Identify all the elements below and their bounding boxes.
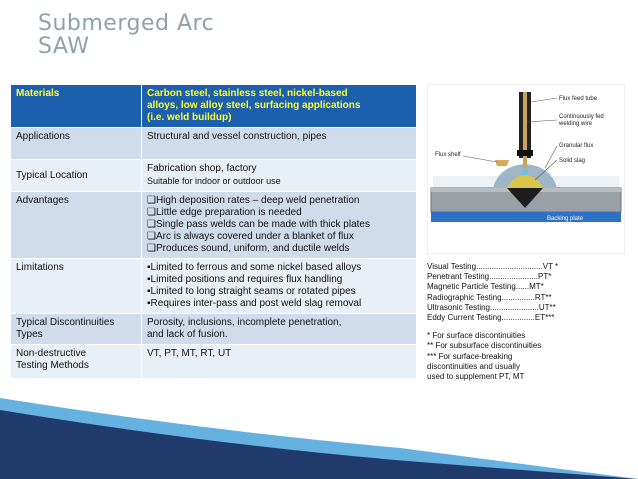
discontinuities-label-line: Typical Discontinuities (16, 317, 115, 328)
sweep-dark (0, 410, 638, 479)
materials-value: Carbon steel, stainless steel, nickel-ba… (141, 84, 417, 128)
slide-title: Submerged Arc SAW (38, 12, 214, 58)
limitation-item: ▪Limited to long straight seams or rotat… (147, 286, 356, 297)
limitation-item: ▪Requires inter-pass and post weld slag … (147, 298, 362, 309)
backing-plate-bar (431, 212, 621, 222)
saw-info-table: Materials Carbon steel, stainless steel,… (10, 84, 417, 379)
location-note: Suitable for indoor or outdoor use (147, 176, 281, 186)
flux-shelf-shape (495, 160, 509, 166)
leader-line (534, 159, 558, 181)
table-row-discontinuities: Typical Discontinuities Types Porosity, … (10, 313, 417, 345)
table-row-limitations: Limitations ▪Limited to ferrous and some… (10, 258, 417, 314)
method-line: Eddy Current Testing...............ET*** (427, 313, 555, 323)
advantages-list: ❑High deposition rates – deep weld penet… (141, 191, 417, 259)
contact-tip (517, 150, 533, 156)
materials-value-line: (i.e. weld buildup) (147, 112, 232, 123)
leader-line (544, 145, 558, 169)
method-line: Ultrasonic Testing......................… (427, 302, 556, 312)
note-line: * For surface discontinuities (427, 331, 526, 341)
leader-line (462, 155, 498, 163)
limitation-item: ▪Limited positions and requires flux han… (147, 274, 343, 285)
table-row-applications: Applications Structural and vessel const… (10, 127, 417, 160)
table-row-advantages: Advantages ❑High deposition rates – deep… (10, 191, 417, 259)
ndt-label: Non-destructive Testing Methods (10, 344, 142, 379)
discontinuities-value-line: and lack of fusion. (147, 329, 228, 340)
limitations-label: Limitations (10, 258, 142, 314)
limitation-item: ▪Limited to ferrous and some nickel base… (147, 262, 362, 273)
advantage-item: ❑Arc is always covered under a blanket o… (147, 231, 354, 242)
materials-value-line: Carbon steel, stainless steel, nickel-ba… (147, 88, 348, 99)
applications-value: Structural and vessel construction, pipe… (141, 127, 417, 160)
table-row-ndt: Non-destructive Testing Methods VT, PT, … (10, 344, 417, 379)
note-line: ** For subsurface discontinuities (427, 341, 542, 351)
ndt-label-line: Testing Methods (16, 360, 89, 371)
ndt-methods-legend: Visual Testing..........................… (427, 262, 558, 382)
note-line: used to supplement PT, MT (427, 372, 525, 382)
advantage-item: ❑Produces sound, uniform, and ductile we… (147, 243, 350, 254)
title-line-2: SAW (38, 34, 90, 59)
solid-slag (507, 175, 543, 188)
solid-slag-label: Solid slag (559, 158, 585, 164)
ndt-value: VT, PT, MT, RT, UT (141, 344, 417, 379)
note-line: *** For surface-breaking (427, 351, 513, 361)
discontinuities-label-line: Types (16, 329, 43, 340)
method-line: Penetrant Testing......................P… (427, 272, 552, 282)
weld-groove (507, 188, 543, 208)
note-line: discontinuities and usually (427, 361, 520, 371)
location-value-line: Fabrication shop, factory (147, 163, 257, 174)
location-value: Fabrication shop, factory Suitable for i… (141, 159, 417, 192)
welding-wire-label-2: welding wire (558, 121, 593, 127)
materials-label: Materials (10, 84, 142, 128)
advantage-item: ❑High deposition rates – deep weld penet… (147, 195, 360, 206)
location-label: Typical Location (10, 159, 142, 192)
method-line: Radiographic Testing...............RT** (427, 292, 552, 302)
backing-plate-label: Backing plate (547, 216, 584, 222)
table-row-materials: Materials Carbon steel, stainless steel,… (10, 84, 417, 128)
method-line: Magnetic Particle Testing......MT* (427, 282, 544, 292)
title-line-1: Submerged Arc (38, 11, 215, 36)
granular-flux-label: Granular flux (559, 143, 593, 149)
advantage-item: ❑Little edge preparation is needed (147, 207, 302, 218)
arc-glow (522, 169, 528, 175)
limitations-list: ▪Limited to ferrous and some nickel base… (141, 258, 417, 314)
flux-shelf-label: Flux shelf (435, 152, 461, 158)
discontinuities-label: Typical Discontinuities Types (10, 313, 142, 345)
leader-line (526, 119, 558, 123)
discontinuities-value-line: Porosity, inclusions, incomplete penetra… (147, 317, 342, 328)
welding-wire-label-1: Continuously fed (559, 114, 604, 120)
leader-line (530, 97, 558, 103)
advantage-item: ❑Single pass welds can be made with thic… (147, 219, 370, 230)
materials-value-line: alloys, low alloy steel, surfacing appli… (147, 100, 361, 111)
method-line: Visual Testing..........................… (427, 262, 559, 271)
welding-wire (523, 92, 527, 168)
table-row-location: Typical Location Fabrication shop, facto… (10, 159, 417, 192)
flux-feed-tube-label: Flux feed tube (559, 96, 598, 102)
saw-process-diagram: Backing plate Flux feed tube Continuousl… (427, 84, 625, 254)
ndt-label-line: Non-destructive (16, 348, 87, 359)
discontinuities-value: Porosity, inclusions, incomplete penetra… (141, 313, 417, 345)
advantages-label: Advantages (10, 191, 142, 259)
